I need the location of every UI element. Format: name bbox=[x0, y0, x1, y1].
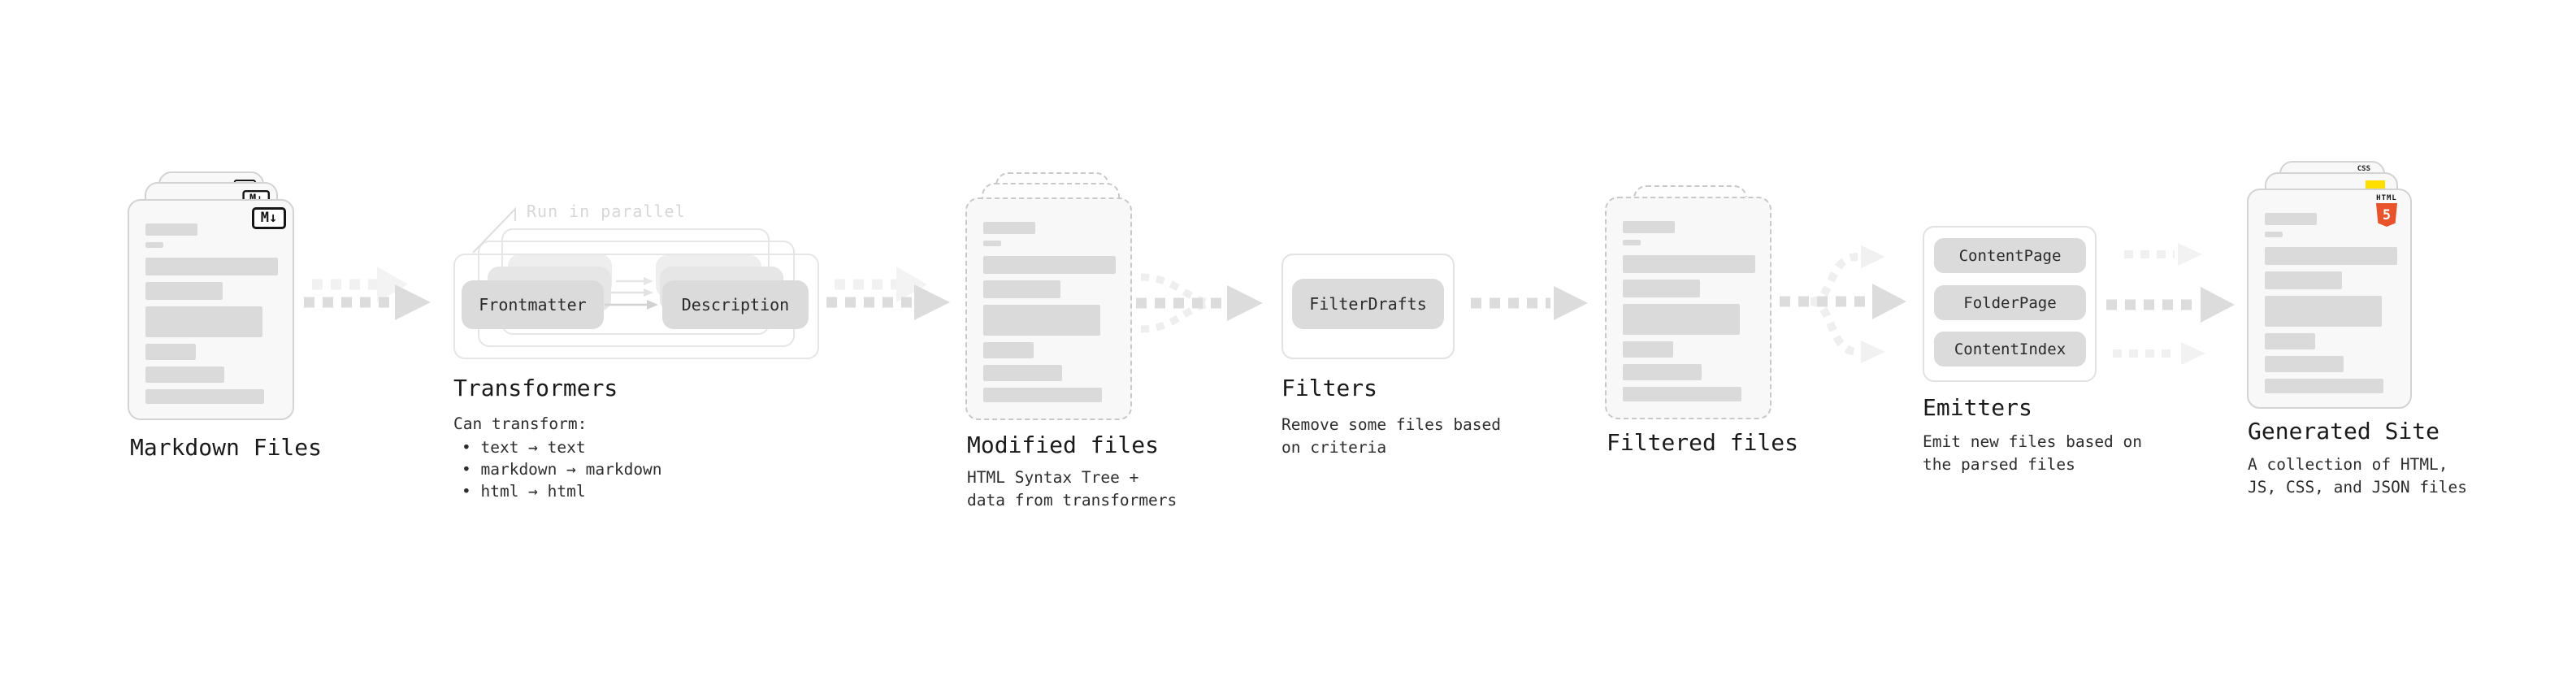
text-line-placeholder bbox=[2265, 296, 2382, 327]
modified-files-subtitle: HTML Syntax Tree + data from transformer… bbox=[967, 468, 1177, 510]
transformers-title: Transformers bbox=[453, 375, 618, 401]
filtered-files-title: Filtered files bbox=[1607, 429, 1799, 456]
text-line-placeholder bbox=[145, 242, 163, 248]
text-line-placeholder bbox=[983, 305, 1100, 336]
transform-arrows-icon bbox=[605, 277, 658, 310]
document-text-placeholder bbox=[1623, 221, 1755, 401]
text-line-placeholder bbox=[983, 388, 1102, 402]
html5-icon: HTML 5 bbox=[2372, 194, 2401, 227]
text-line-placeholder bbox=[2265, 356, 2344, 372]
frontmatter-pill: Frontmatter bbox=[462, 280, 604, 329]
text-line-placeholder bbox=[2265, 379, 2383, 393]
text-line-placeholder bbox=[983, 241, 1001, 246]
contentpage-pill: ContentPage bbox=[1934, 238, 2086, 273]
text-line-placeholder bbox=[1623, 240, 1641, 245]
text-line-placeholder bbox=[145, 258, 278, 275]
transform-bullet: • html → html bbox=[462, 482, 586, 501]
generated-site-subtitle: A collection of HTML, JS, CSS, and JSON … bbox=[2248, 455, 2468, 497]
markdown-files-title: Markdown Files bbox=[130, 434, 323, 461]
text-line-placeholder bbox=[2265, 247, 2397, 265]
text-line-placeholder bbox=[2265, 232, 2283, 237]
markdown-file-card-front: M↓ bbox=[128, 199, 294, 420]
flow-arrow-emitters-to-site bbox=[2106, 243, 2235, 365]
filters-title: Filters bbox=[1281, 375, 1378, 401]
emitters-subtitle: Emit new files based on the parsed files bbox=[1923, 432, 2143, 474]
generated-site-title: Generated Site bbox=[2248, 418, 2440, 445]
filtered-file-card-front bbox=[1605, 197, 1772, 419]
filterdrafts-pill: FilterDrafts bbox=[1292, 279, 1444, 329]
js-icon bbox=[2366, 180, 2385, 190]
modified-file-card-front bbox=[965, 197, 1132, 420]
text-line-placeholder bbox=[2265, 271, 2342, 289]
flow-arrow-filtered-to-emitters bbox=[1780, 245, 1906, 363]
text-line-placeholder bbox=[145, 223, 197, 236]
text-line-placeholder bbox=[1623, 364, 1702, 380]
text-line-placeholder bbox=[1623, 304, 1740, 335]
transformers-bullet-list: • text → text • markdown → markdown • ht… bbox=[462, 436, 662, 502]
modified-files-title: Modified files bbox=[967, 432, 1160, 458]
text-line-placeholder bbox=[1623, 280, 1700, 297]
text-line-placeholder bbox=[1623, 221, 1675, 233]
text-line-placeholder bbox=[983, 222, 1035, 234]
flow-arrow-modified-to-filters bbox=[1136, 273, 1263, 333]
text-line-placeholder bbox=[145, 306, 262, 337]
folderpage-pill: FolderPage bbox=[1934, 285, 2086, 320]
flow-arrow-transformers-to-modified bbox=[826, 267, 950, 320]
text-line-placeholder bbox=[1623, 387, 1741, 401]
document-text-placeholder bbox=[145, 223, 278, 404]
text-line-placeholder bbox=[2265, 333, 2315, 349]
markdown-icon: M↓ bbox=[252, 207, 286, 229]
flow-arrow-filters-to-filtered bbox=[1471, 286, 1588, 320]
site-file-card-front: HTML 5 bbox=[2247, 189, 2412, 409]
flow-arrow-markdown-to-transformers bbox=[304, 267, 431, 320]
document-text-placeholder bbox=[2265, 213, 2397, 393]
transform-bullet: • markdown → markdown bbox=[462, 460, 662, 479]
run-in-parallel-leader-line bbox=[472, 206, 516, 254]
text-line-placeholder bbox=[145, 389, 264, 404]
text-line-placeholder bbox=[1623, 255, 1755, 273]
contentindex-pill: ContentIndex bbox=[1934, 332, 2086, 367]
text-line-placeholder bbox=[2265, 213, 2317, 225]
text-line-placeholder bbox=[983, 256, 1116, 274]
text-line-placeholder bbox=[983, 365, 1062, 381]
transform-bullet: • text → text bbox=[462, 438, 586, 457]
text-line-placeholder bbox=[983, 280, 1060, 298]
document-text-placeholder bbox=[983, 222, 1116, 402]
text-line-placeholder bbox=[145, 344, 196, 360]
filters-subtitle: Remove some files based on criteria bbox=[1281, 415, 1502, 457]
description-pill: Description bbox=[662, 280, 809, 329]
run-in-parallel-label: Run in parallel bbox=[527, 202, 686, 221]
text-line-placeholder bbox=[145, 367, 224, 383]
text-line-placeholder bbox=[983, 342, 1034, 358]
html5-icon-word: HTML bbox=[2376, 194, 2397, 202]
transformers-heading: Can transform: bbox=[453, 414, 588, 433]
text-line-placeholder bbox=[145, 282, 223, 300]
text-line-placeholder bbox=[1623, 341, 1673, 358]
emitters-title: Emitters bbox=[1923, 394, 2032, 421]
html5-icon-shield: 5 bbox=[2376, 203, 2397, 227]
transformer-run-front bbox=[453, 254, 819, 359]
